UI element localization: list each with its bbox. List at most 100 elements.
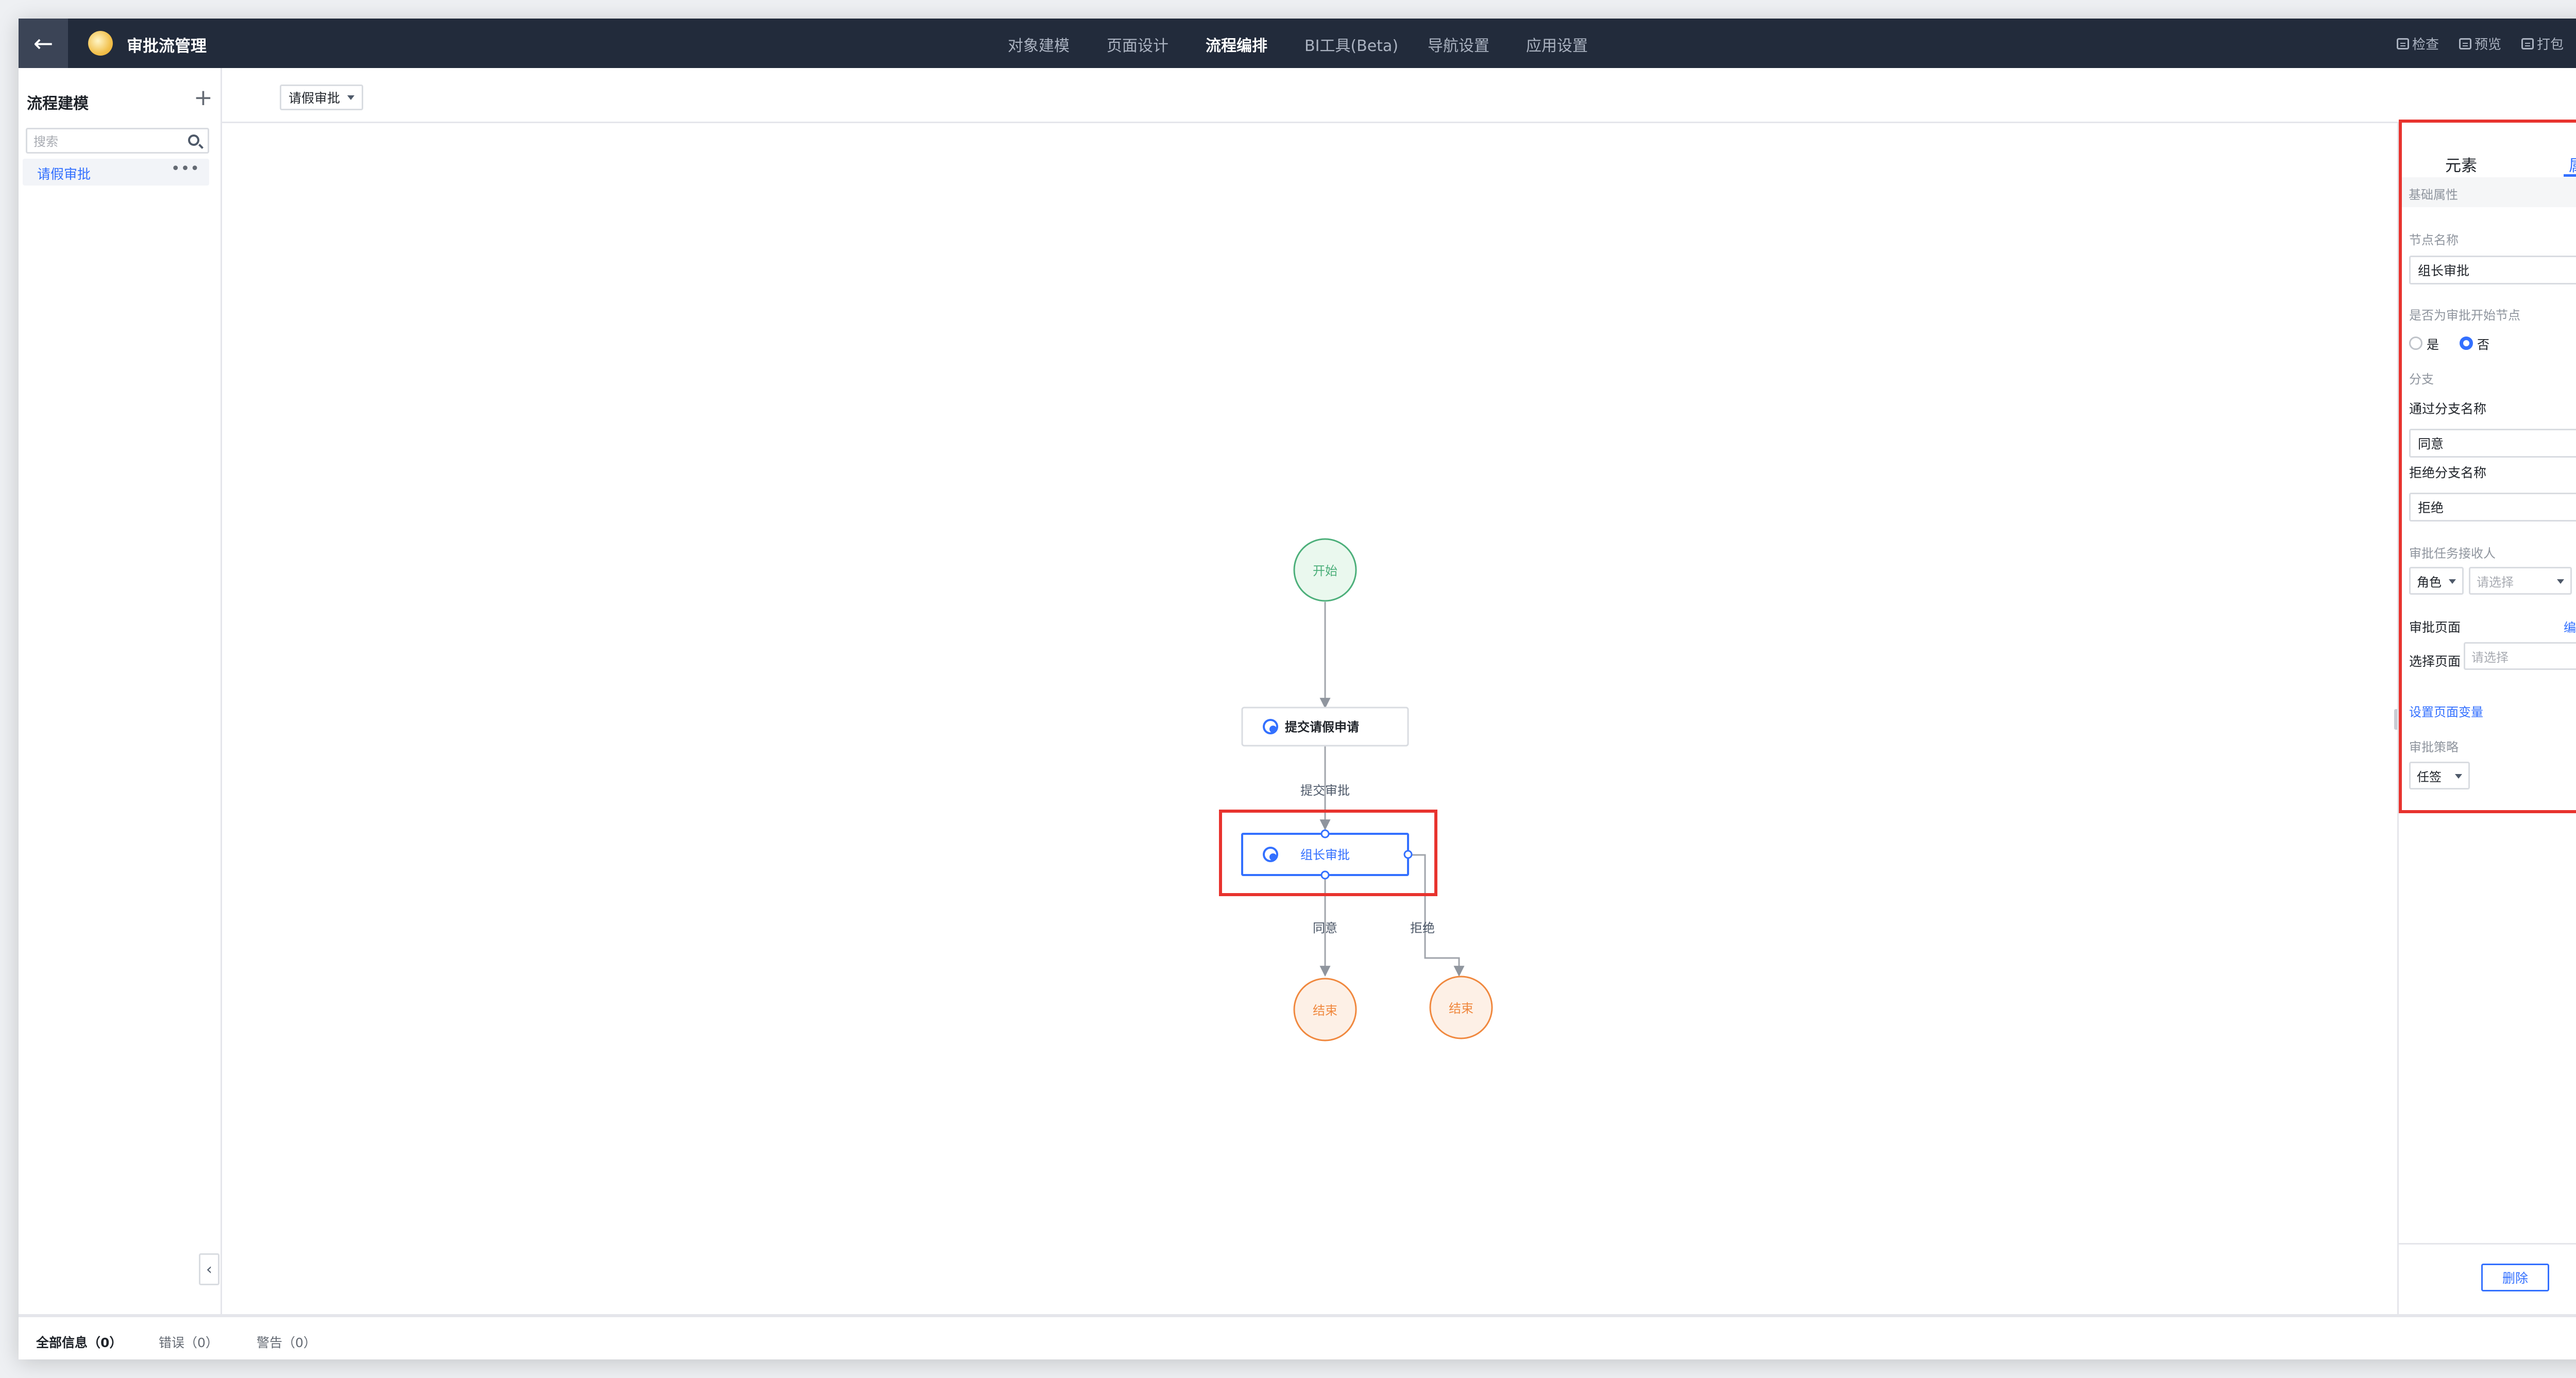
submit-node-label: 提交请假申请 (1285, 720, 1359, 734)
tab-elements[interactable]: 元素 (2445, 157, 2477, 175)
tab-errors[interactable]: 错误（0） (159, 1335, 218, 1350)
receiver-type-select[interactable]: 角色 (2409, 567, 2464, 595)
approve-node-label: 组长审批 (1300, 848, 1350, 862)
search-icon[interactable] (188, 135, 199, 146)
top-bar: ← 审批流管理 对象建模 页面设计 流程编排 BI工具(Beta) 导航设置 应… (19, 19, 2576, 68)
strategy-value: 任签 (2417, 769, 2442, 784)
package-doc-icon (2521, 38, 2534, 49)
sidebar-title: 流程建模 (27, 95, 89, 113)
is-start-label: 是否为审批开始节点 (2409, 308, 2520, 323)
chevron-down-icon (2557, 579, 2564, 584)
app-window: ← 审批流管理 对象建模 页面设计 流程编排 BI工具(Beta) 导航设置 应… (19, 19, 2576, 1359)
anchor-right[interactable] (1403, 850, 1413, 859)
anchor-top[interactable] (1320, 829, 1330, 838)
app-logo (88, 31, 113, 56)
strategy-select[interactable]: 任签 (2409, 762, 2470, 789)
approve-node-icon (1263, 847, 1278, 862)
branch-label: 分支 (2409, 372, 2434, 386)
check-doc-icon (2397, 38, 2409, 49)
anchor-bottom[interactable] (1320, 870, 1330, 880)
radio-no[interactable] (2460, 337, 2473, 350)
start-node-label: 开始 (1313, 564, 1337, 578)
sidebar-item-label: 请假审批 (37, 167, 91, 182)
preview-label: 预览 (2475, 37, 2502, 53)
edit-page-link-label: 编辑页面 (2564, 620, 2576, 635)
page-var-link[interactable]: 设置页面变量 (2409, 705, 2483, 719)
preview-button[interactable]: 预览 (2459, 34, 2501, 53)
panel-divider (2399, 1243, 2576, 1245)
selection-highlight (1219, 810, 1437, 896)
receiver-label: 审批任务接收人 (2409, 546, 2496, 561)
end-node-agree-label: 结束 (1313, 1003, 1337, 1018)
chevron-down-icon (347, 95, 355, 100)
end-node-agree[interactable] (1293, 978, 1357, 1041)
flow-diagram: 开始 提交请假申请 提交审批 组长审批 同意 拒绝 (1219, 538, 1493, 1041)
nav-flow-orchestration[interactable]: 流程编排 (1206, 37, 1267, 55)
flow-canvas[interactable]: 开始 提交请假申请 提交审批 组长审批 同意 拒绝 (222, 123, 2397, 1314)
radio-yes-label: 是 (2427, 337, 2439, 352)
flow-select[interactable]: 请假审批 (280, 85, 364, 110)
tab-all-messages[interactable]: 全部信息（0） (36, 1335, 123, 1350)
tab-indicator (2564, 174, 2576, 177)
receiver-select[interactable]: 请选择 (2469, 567, 2572, 595)
search-input[interactable] (32, 132, 174, 151)
node-name-label: 节点名称 (2409, 233, 2459, 247)
end-node-reject[interactable] (1429, 976, 1493, 1039)
receiver-placeholder: 请选择 (2477, 575, 2514, 590)
canvas-toolbar: 请假审批 (222, 68, 2576, 123)
section-header: 基础属性 (2400, 177, 2576, 207)
nav-bi-tool[interactable]: BI工具(Beta) (1304, 37, 1399, 55)
more-icon[interactable]: ••• (171, 160, 200, 178)
chevron-down-icon (2449, 579, 2456, 584)
flow-select-value: 请假审批 (289, 91, 341, 106)
add-icon[interactable]: + (194, 85, 213, 111)
sidebar-item-leave-approval[interactable]: 请假审批 ••• (23, 159, 209, 186)
back-arrow-icon[interactable]: ← (19, 19, 68, 68)
nav-app-settings[interactable]: 应用设置 (1526, 37, 1588, 55)
package-button[interactable]: 打包 (2521, 34, 2564, 53)
reject-edge-label: 拒绝 (1410, 921, 1435, 935)
preview-doc-icon (2459, 38, 2471, 49)
select-page-label: 选择页面 (2409, 654, 2461, 669)
select-page-placeholder: 请选择 (2471, 650, 2509, 665)
panel-tabs: 元素 属性 (2399, 122, 2576, 178)
sidebar-search (26, 128, 209, 154)
agree-edge-label: 同意 (1313, 921, 1337, 935)
flow-sidebar: 流程建模 + 请假审批 ••• ‹ (19, 68, 222, 1314)
nav-object-modeling[interactable]: 对象建模 (1008, 37, 1070, 55)
message-bar: 全部信息（0） 错误（0） 警告（0） (19, 1314, 2576, 1359)
start-node[interactable] (1293, 538, 1357, 602)
chevron-down-icon (2455, 774, 2462, 779)
select-page-dropdown[interactable]: 请选择 (2464, 642, 2576, 670)
property-panel (2397, 122, 2576, 1314)
edge-reject[interactable] (1410, 854, 1465, 977)
package-label: 打包 (2537, 37, 2564, 53)
delete-button[interactable]: 删除 (2481, 1264, 2549, 1291)
is-start-radio-group: 是 否 (2409, 333, 2510, 354)
panel-resize-handle[interactable] (2394, 709, 2399, 730)
check-label: 检查 (2412, 37, 2439, 53)
tab-properties[interactable]: 属性 (2569, 153, 2576, 176)
check-button[interactable]: 检查 (2397, 34, 2439, 53)
submit-node[interactable] (1241, 707, 1409, 747)
section-title: 基础属性 (2409, 188, 2458, 202)
nav-navigation-settings[interactable]: 导航设置 (1428, 37, 1489, 55)
radio-no-label: 否 (2477, 337, 2489, 352)
node-name-field[interactable] (2409, 256, 2576, 284)
edit-page-link[interactable]: 编辑页面 (2564, 617, 2576, 635)
app-title: 审批流管理 (127, 37, 207, 56)
pass-branch-label: 通过分支名称 (2409, 401, 2487, 416)
collapse-chevron-icon[interactable]: ‹ (199, 1253, 219, 1285)
submit-edge-label: 提交审批 (1300, 783, 1350, 798)
reject-branch-label: 拒绝分支名称 (2409, 465, 2487, 480)
radio-yes[interactable] (2409, 337, 2422, 350)
reject-branch-field[interactable] (2409, 493, 2576, 522)
submit-node-icon (1263, 719, 1278, 734)
receiver-type-value: 角色 (2417, 575, 2442, 590)
tab-warnings[interactable]: 警告（0） (257, 1335, 316, 1350)
end-node-reject-label: 结束 (1449, 1001, 1473, 1016)
strategy-label: 审批策略 (2409, 740, 2459, 754)
pass-branch-field[interactable] (2409, 429, 2576, 458)
approve-page-label: 审批页面 (2409, 620, 2461, 635)
nav-page-design[interactable]: 页面设计 (1107, 37, 1168, 55)
